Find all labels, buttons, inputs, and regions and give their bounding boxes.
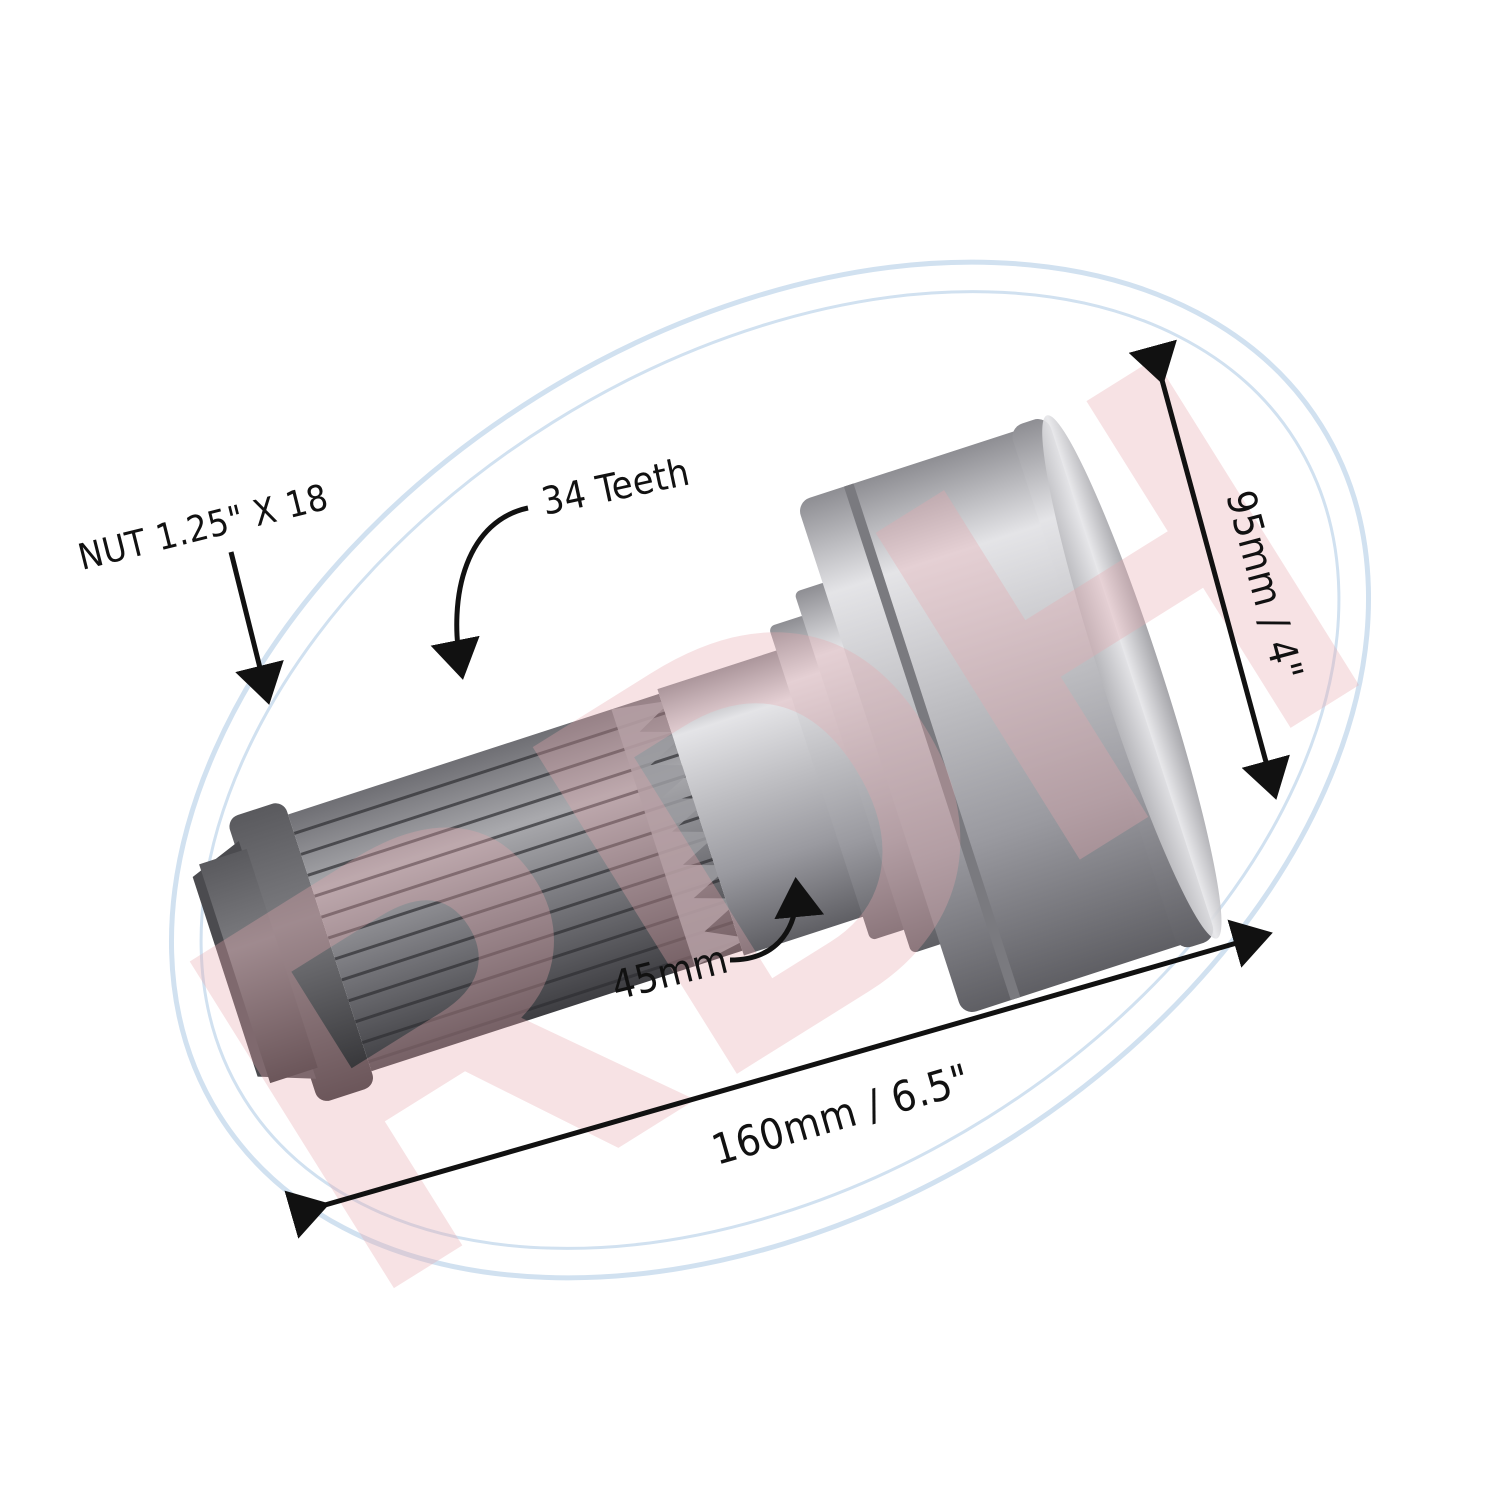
bearing-groove	[843, 483, 1021, 1001]
dimension-arrows	[228, 339, 1290, 1239]
nut-arrow	[228, 551, 284, 705]
teeth-label: 34 Teeth	[538, 450, 694, 524]
bearing-body	[800, 428, 1198, 1012]
length-arrow	[284, 919, 1273, 1239]
teeth-arrow	[430, 505, 529, 680]
nut-label: NUT 1.25" X 18	[74, 477, 332, 579]
step-collar-1	[770, 615, 908, 940]
step-collar-2	[795, 582, 944, 953]
spline-tips	[611, 700, 749, 967]
watermark-text: RDH	[93, 235, 1454, 1409]
height-arrow	[1128, 339, 1290, 800]
